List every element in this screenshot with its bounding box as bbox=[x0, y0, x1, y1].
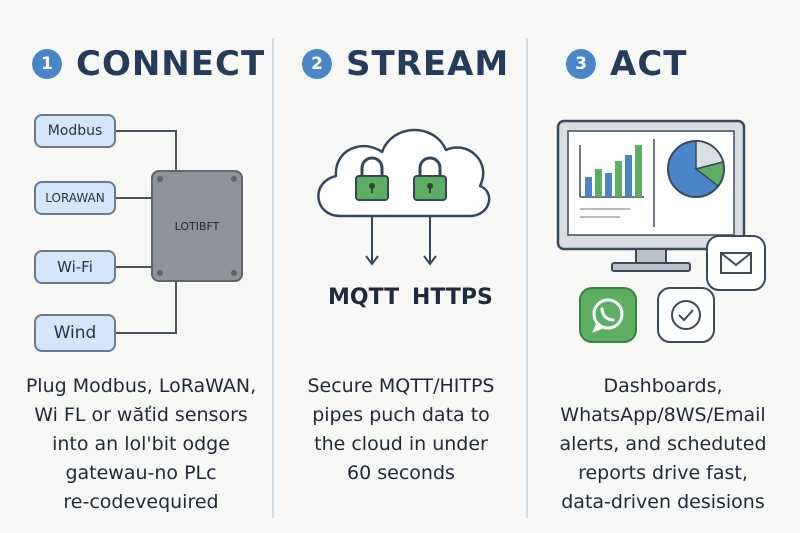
description-line: Secure MQTT/HITPS bbox=[307, 375, 495, 397]
description-line: Wi FL or wăťid sensors bbox=[34, 404, 248, 426]
connection-lines bbox=[116, 130, 177, 334]
description-line: Plug Modbus, LoRaWAN, bbox=[25, 375, 257, 397]
lock-icon bbox=[413, 156, 447, 201]
protocol-wifi: Wi-Fi bbox=[34, 250, 116, 284]
protocol-https: HTTPS bbox=[412, 285, 493, 310]
cloud-icon bbox=[317, 128, 491, 266]
gateway-label: LOTIBFT bbox=[174, 219, 220, 233]
description-line: re-codevequired bbox=[63, 491, 219, 513]
description-line: alerts, and scheduted bbox=[559, 433, 767, 455]
description-line: into an lol'bit odge bbox=[52, 433, 230, 455]
description-line: data-driven desisions bbox=[561, 491, 765, 513]
step-3-description: Dashboards, WhatsApp/8WS/Email alerts, a… bbox=[530, 372, 796, 517]
column-divider bbox=[272, 38, 274, 518]
step-2-header: 2 STREAM bbox=[302, 44, 509, 84]
arrow-down-icon bbox=[365, 216, 379, 266]
step-1-number: 1 bbox=[32, 49, 62, 79]
step-2-title: STREAM bbox=[346, 44, 510, 84]
arrow-down-icon bbox=[423, 216, 437, 266]
gateway-screws bbox=[157, 176, 237, 276]
protocol-modbus: Modbus bbox=[34, 114, 116, 148]
step-3-title: ACT bbox=[610, 44, 688, 84]
lock-icon bbox=[355, 156, 389, 201]
protocol-mqtt: MQTT bbox=[328, 285, 400, 310]
whatsapp-icon bbox=[579, 287, 637, 343]
description-line: the cloud in under bbox=[314, 433, 488, 455]
step-1-description: Plug Modbus, LoRaWAN, Wi FL or wăťid sen… bbox=[10, 372, 272, 517]
description-line: pipes puch data to bbox=[312, 404, 490, 426]
column-divider bbox=[526, 38, 528, 518]
description-line: WhatsApp/8WS/Email bbox=[560, 404, 766, 426]
step-2-description: Secure MQTT/HITPS pipes puch data to the… bbox=[276, 372, 526, 488]
pie-chart-icon bbox=[667, 140, 725, 198]
step-2-number: 2 bbox=[302, 49, 332, 79]
description-line: 60 seconds bbox=[347, 462, 455, 484]
step-1-header: 1 CONNECT bbox=[32, 44, 265, 84]
description-line: reports drive fast, bbox=[578, 462, 748, 484]
protocol-wind: Wind bbox=[34, 314, 116, 352]
step-3-header: 3 ACT bbox=[566, 44, 687, 84]
description-line: gatewau-no PLc bbox=[65, 462, 217, 484]
clock-icon bbox=[657, 287, 715, 343]
step-1-title: CONNECT bbox=[76, 44, 266, 84]
step-3-number: 3 bbox=[566, 49, 596, 79]
bar-chart-icon bbox=[579, 145, 644, 218]
edge-gateway: LOTIBFT bbox=[151, 170, 243, 282]
protocol-lorawan: LORAWAN bbox=[34, 181, 116, 215]
monitor-icon bbox=[556, 119, 746, 272]
description-line: Dashboards, bbox=[603, 375, 723, 397]
email-icon bbox=[706, 235, 766, 291]
